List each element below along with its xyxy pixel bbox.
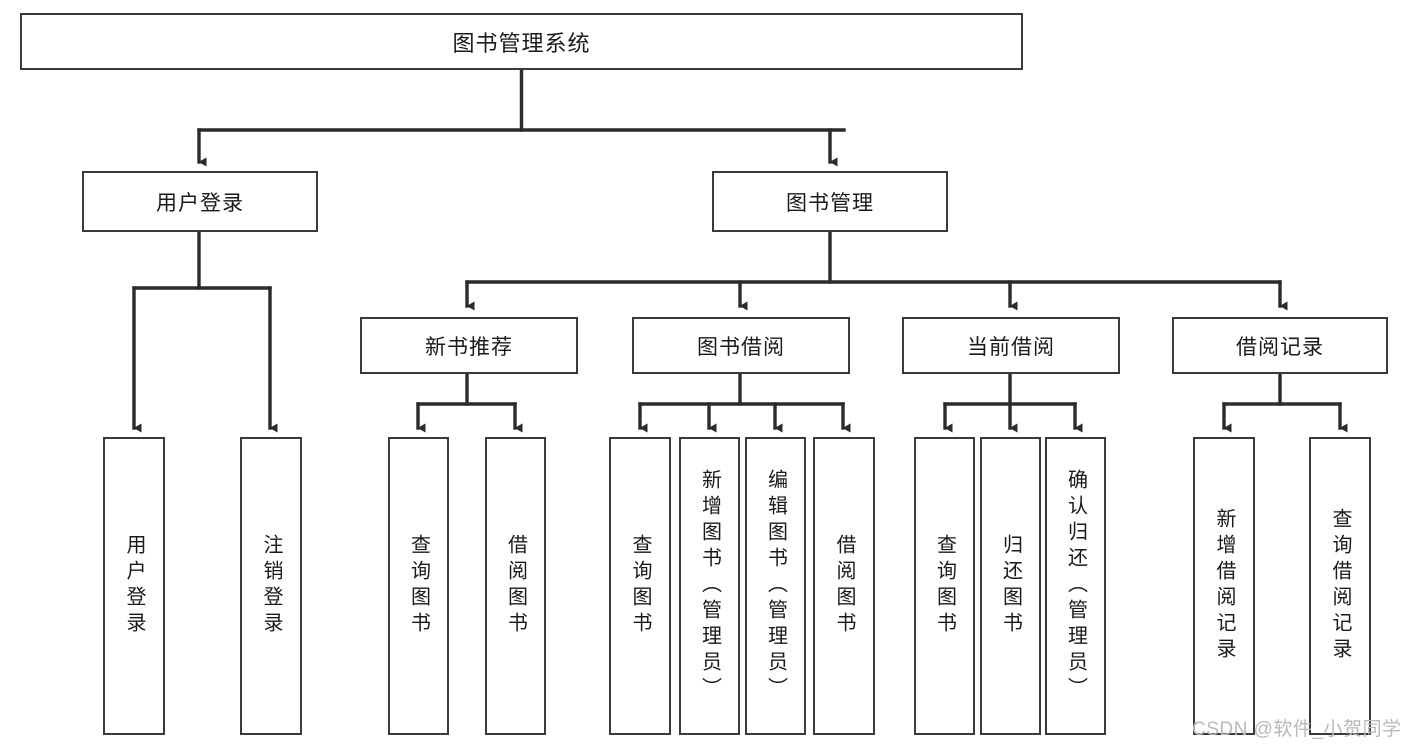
node-new-book-recommend[interactable]: 新书推荐 xyxy=(360,317,578,374)
node-label: 查询图书 xyxy=(629,534,651,638)
watermark-text: CSDN @软件_小贺同学 xyxy=(1192,719,1402,740)
node-label: 查询借阅记录 xyxy=(1329,508,1351,664)
leaf-query-record[interactable]: 查询借阅记录 xyxy=(1309,437,1371,735)
leaf-query-book-1[interactable]: 查询图书 xyxy=(388,437,449,735)
leaf-add-book[interactable]: 新增图书（管理员） xyxy=(679,437,740,735)
node-label: 新增借阅记录 xyxy=(1213,508,1235,664)
leaf-add-record[interactable]: 新增借阅记录 xyxy=(1193,437,1255,735)
node-label: 当前借阅 xyxy=(967,335,1055,359)
leaf-borrow-book-2[interactable]: 借阅图书 xyxy=(813,437,875,735)
leaf-logout-login[interactable]: 注销登录 xyxy=(240,437,302,735)
leaf-user-login[interactable]: 用户登录 xyxy=(103,437,165,735)
node-label: 图书管理系统 xyxy=(452,30,591,56)
node-label: 编辑图书（管理员） xyxy=(764,469,787,703)
node-label: 归还图书 xyxy=(999,534,1022,638)
leaf-query-book-2[interactable]: 查询图书 xyxy=(609,437,671,735)
node-label: 查询图书 xyxy=(407,534,430,638)
node-book-manage[interactable]: 图书管理 xyxy=(712,171,948,232)
node-label: 确认归还（管理员） xyxy=(1064,469,1087,703)
node-current-borrow[interactable]: 当前借阅 xyxy=(902,317,1120,374)
node-label: 用户登录 xyxy=(123,534,145,638)
node-label: 新增图书（管理员） xyxy=(698,469,721,703)
node-label: 借阅记录 xyxy=(1236,335,1324,359)
csdn-watermark: CSDN @软件_小贺同学 xyxy=(1192,714,1401,741)
node-borrow-record[interactable]: 借阅记录 xyxy=(1172,317,1388,374)
leaf-confirm-return[interactable]: 确认归还（管理员） xyxy=(1045,437,1106,735)
leaf-borrow-book-1[interactable]: 借阅图书 xyxy=(485,437,546,735)
node-user-login[interactable]: 用户登录 xyxy=(82,171,318,232)
node-label: 图书管理 xyxy=(786,191,874,215)
leaf-query-book-3[interactable]: 查询图书 xyxy=(914,437,975,735)
node-label: 用户登录 xyxy=(156,191,244,215)
node-label: 借阅图书 xyxy=(504,534,527,638)
leaf-edit-book[interactable]: 编辑图书（管理员） xyxy=(745,437,806,735)
node-label: 图书借阅 xyxy=(697,335,785,359)
node-label: 注销登录 xyxy=(260,534,282,638)
node-root-system[interactable]: 图书管理系统 xyxy=(20,13,1023,70)
node-book-borrow[interactable]: 图书借阅 xyxy=(632,317,850,374)
leaf-return-book[interactable]: 归还图书 xyxy=(980,437,1041,735)
node-label: 新书推荐 xyxy=(425,335,513,359)
node-label: 借阅图书 xyxy=(833,534,855,638)
node-label: 查询图书 xyxy=(933,534,956,638)
